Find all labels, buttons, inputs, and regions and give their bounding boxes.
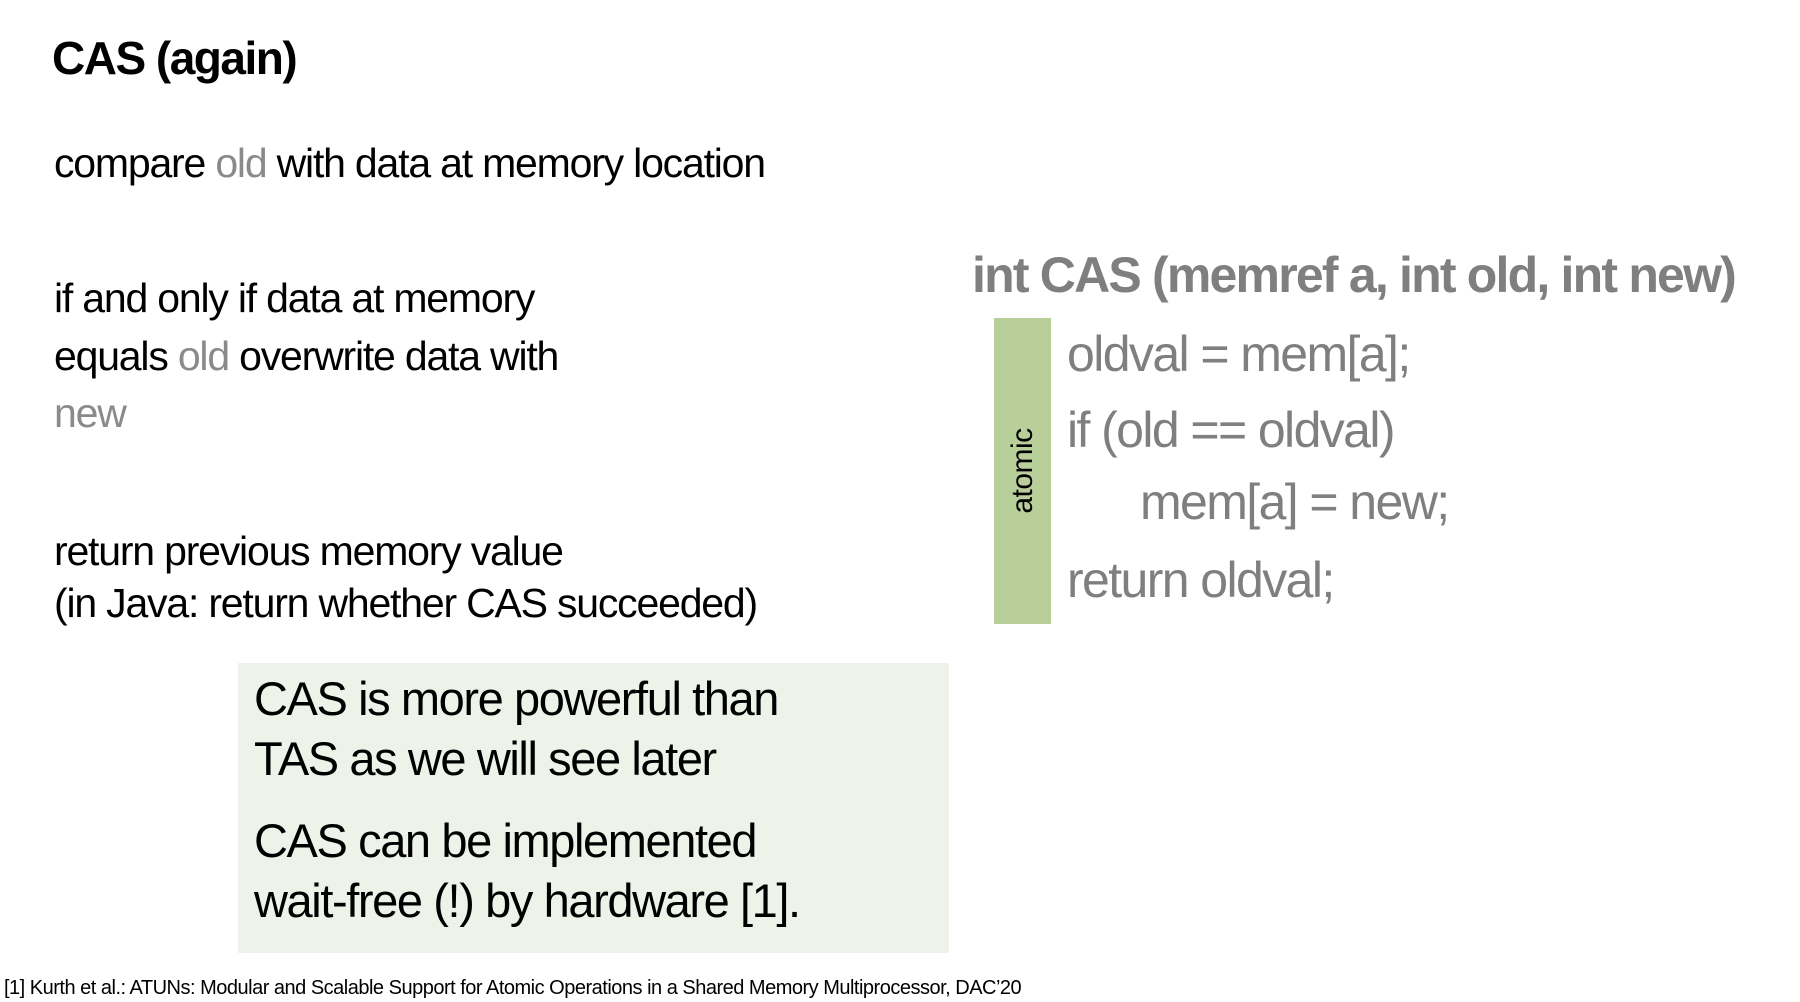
- text: overwrite data with: [228, 333, 559, 379]
- slide-title: CAS (again): [52, 32, 298, 84]
- old-keyword: old: [177, 333, 230, 379]
- cas-signature: int CAS (memref a, int old, int new): [972, 247, 1737, 303]
- code-line: mem[a] = new;: [1140, 474, 1450, 530]
- text: with data at memory location: [266, 140, 766, 186]
- explanation-java-line: (in Java: return whether CAS succeeded): [54, 580, 758, 626]
- new-keyword: new: [54, 390, 127, 436]
- atomic-bar: atomic: [994, 318, 1051, 624]
- note-line: CAS is more powerful than: [254, 672, 779, 725]
- code-line: oldval = mem[a];: [1067, 326, 1411, 382]
- note-line: wait-free (!) by hardware [1].: [254, 874, 801, 927]
- explanation-condition-line: if and only if data at memory: [54, 275, 535, 321]
- note-line: TAS as we will see later: [254, 732, 717, 785]
- code-line: if (old == oldval): [1067, 402, 1396, 458]
- note-box: [238, 663, 949, 953]
- explanation-return-line: return previous memory value: [54, 528, 564, 574]
- explanation-compare-line: compare old with data at memory location: [54, 138, 766, 188]
- note-line: CAS can be implemented: [254, 814, 758, 867]
- text: equals: [54, 333, 178, 379]
- explanation-equals-line: equals old overwrite data with: [54, 331, 559, 381]
- text: compare: [54, 140, 216, 186]
- old-keyword: old: [215, 140, 267, 186]
- atomic-label: atomic: [1005, 428, 1039, 514]
- footnote-reference: [1] Kurth et al.: ATUNs: Modular and Sca…: [4, 977, 1022, 999]
- code-line: return oldval;: [1067, 552, 1335, 608]
